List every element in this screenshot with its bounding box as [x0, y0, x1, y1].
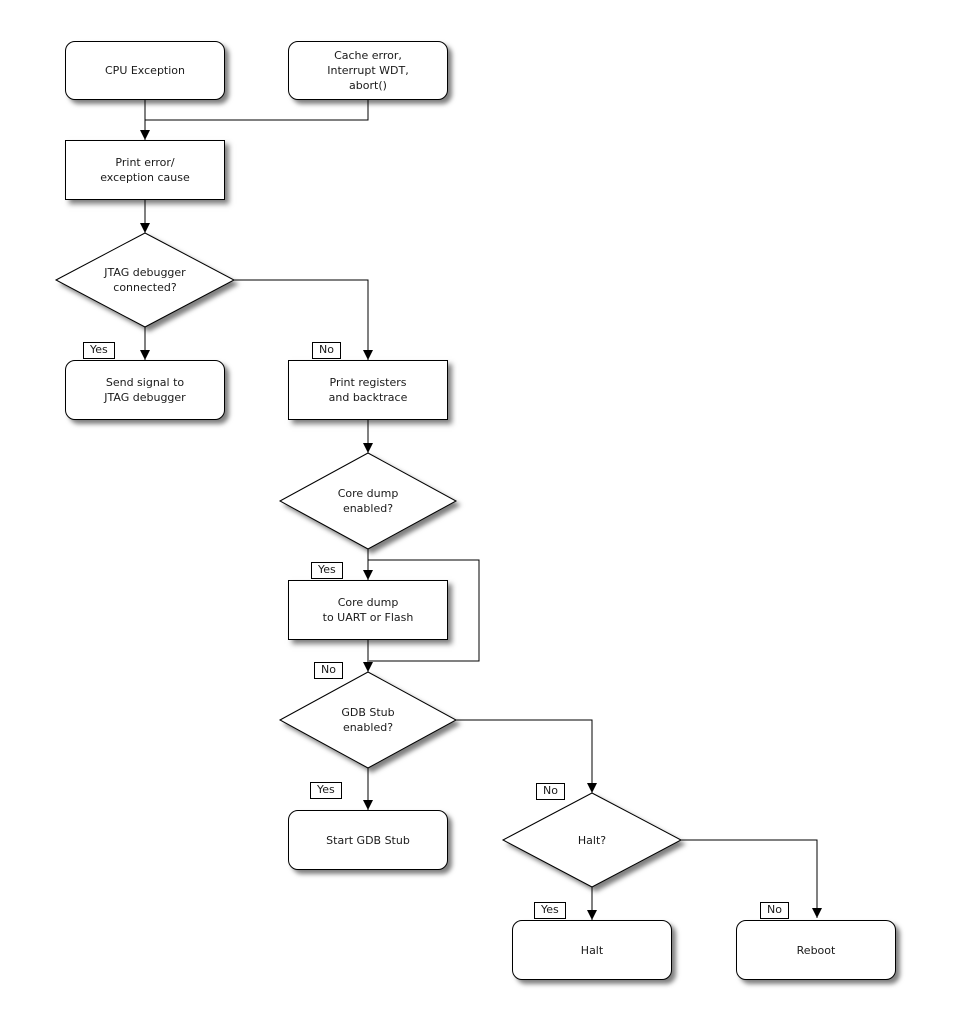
edge-label-jtag-no: No — [312, 342, 341, 359]
node-cache-error: Cache error, Interrupt WDT, abort() — [288, 41, 448, 100]
decision-jtag-connected-shape — [54, 232, 236, 328]
edge-core-dump-no-bypass — [368, 559, 480, 662]
decision-gdb-stub-enabled-shape — [278, 671, 458, 769]
edge-cache-error-merge — [145, 100, 369, 121]
edge-jtag-no-to-print-registers — [234, 279, 373, 360]
edge-label-gdb-no: No — [536, 783, 565, 800]
edge-label-core-dump-no: No — [314, 662, 343, 679]
node-print-error: Print error/ exception cause — [65, 140, 225, 200]
edge-gdb-no-to-halt-decision — [456, 719, 597, 793]
edge-label-halt-no: No — [760, 902, 789, 919]
edge-halt-no-to-reboot — [681, 839, 822, 918]
edge-label-jtag-yes: Yes — [83, 342, 115, 359]
node-send-signal: Send signal to JTAG debugger — [65, 360, 225, 420]
node-core-dump: Core dump to UART or Flash — [288, 580, 448, 640]
node-halt: Halt — [512, 920, 672, 980]
edge-label-halt-yes: Yes — [534, 902, 566, 919]
decision-core-dump-enabled-shape — [278, 452, 458, 550]
edge-label-gdb-yes: Yes — [310, 782, 342, 799]
decision-halt-shape — [501, 792, 683, 888]
edge-label-core-dump-yes: Yes — [311, 562, 343, 579]
node-print-registers: Print registers and backtrace — [288, 360, 448, 420]
node-reboot: Reboot — [736, 920, 896, 980]
node-start-gdb-stub: Start GDB Stub — [288, 810, 448, 870]
node-cpu-exception: CPU Exception — [65, 41, 225, 100]
